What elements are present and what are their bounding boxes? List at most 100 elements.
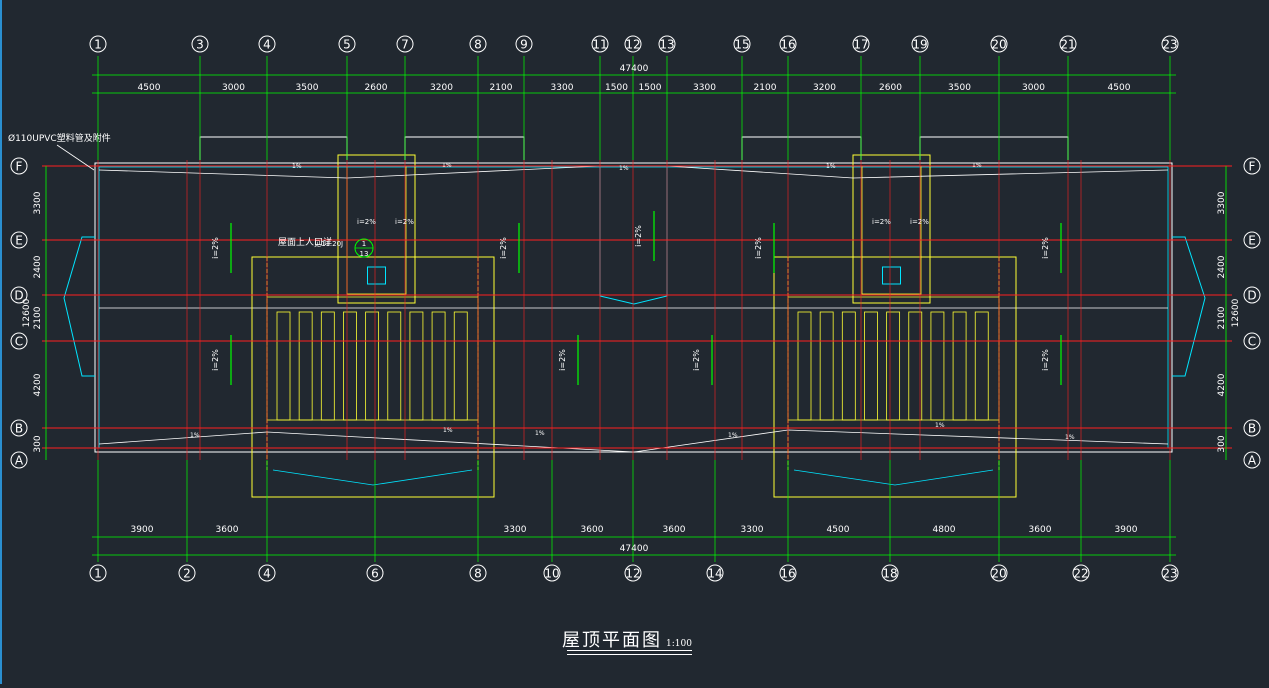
railing-bay bbox=[298, 311, 313, 421]
left-span-dim: 3300 bbox=[33, 191, 43, 214]
slope-label-tiny: 1% bbox=[190, 432, 200, 439]
parapet-segment bbox=[404, 136, 525, 160]
railing-bay bbox=[797, 311, 812, 421]
railing-bay bbox=[320, 311, 335, 421]
stair-enclosure bbox=[852, 154, 931, 304]
terrace-outline bbox=[773, 256, 1017, 498]
axis-bubble-left: E bbox=[15, 234, 23, 248]
axis-bubble-right-circle bbox=[1243, 157, 1261, 175]
axis-bubble-bottom: 10 bbox=[544, 567, 559, 581]
axis-bubble-top: 12 bbox=[625, 38, 640, 52]
axis-bubble-top-circle bbox=[338, 35, 356, 53]
axis-bubble-top: 17 bbox=[853, 38, 868, 52]
axis-bubble-bottom: 23 bbox=[1162, 567, 1177, 581]
title-underline-2 bbox=[567, 654, 692, 655]
axis-bubble-right-circle bbox=[1243, 419, 1261, 437]
axis-bubble-top-circle bbox=[990, 35, 1008, 53]
axis-bubble-bottom-circle bbox=[543, 564, 561, 582]
axis-bubble-bottom-circle bbox=[881, 564, 899, 582]
axis-bubble-right: D bbox=[1247, 289, 1256, 303]
left-span-dim: 300 bbox=[33, 435, 43, 452]
axis-bubble-left-circle bbox=[10, 332, 28, 350]
axis-bubble-bottom: 12 bbox=[625, 567, 640, 581]
axis-bubble-bottom-circle bbox=[366, 564, 384, 582]
stair-enclosure bbox=[337, 154, 416, 304]
top-span-dim: 2100 bbox=[490, 83, 513, 93]
axis-bubble-right-circle bbox=[1243, 231, 1261, 249]
bottom-total-dim: 47400 bbox=[620, 544, 649, 554]
bottom-span-dim: 4800 bbox=[933, 525, 956, 535]
slope-label: i=2% bbox=[754, 237, 763, 259]
pipe-leader bbox=[56, 144, 95, 171]
terrace-drain bbox=[793, 469, 994, 486]
axis-bubble-left: F bbox=[16, 160, 23, 174]
bottom-span-dim: 4500 bbox=[827, 525, 850, 535]
axis-bubble-bottom-circle bbox=[1161, 564, 1179, 582]
top-span-dim: 3000 bbox=[222, 83, 245, 93]
axis-bubble-bottom: 18 bbox=[882, 567, 897, 581]
hatch-ref: 见11.20J bbox=[314, 240, 343, 248]
axis-bubble-top-circle bbox=[852, 35, 870, 53]
axis-bubble-top: 1 bbox=[94, 38, 102, 52]
railing-bay bbox=[453, 311, 468, 421]
axis-bubble-top: 7 bbox=[401, 38, 409, 52]
axis-bubble-top: 19 bbox=[912, 38, 927, 52]
axis-bubble-right: E bbox=[1248, 234, 1256, 248]
axis-bubble-bottom-circle bbox=[258, 564, 276, 582]
axis-bubble-top: 20 bbox=[991, 38, 1006, 52]
axis-bubble-left: C bbox=[15, 335, 23, 349]
top-span-dim: 3200 bbox=[430, 83, 453, 93]
drain-slope-line bbox=[666, 165, 1169, 179]
railing-bay bbox=[387, 311, 402, 421]
axis-bubble-top: 8 bbox=[474, 38, 482, 52]
parapet-inner-line bbox=[98, 166, 1169, 449]
axis-bubble-left-circle bbox=[10, 231, 28, 249]
axis-bubble-bottom: 16 bbox=[780, 567, 795, 581]
stair-inner bbox=[346, 165, 407, 295]
right-total-dim: 12600 bbox=[1231, 298, 1241, 327]
axis-bubble-right: B bbox=[1248, 422, 1256, 436]
axis-bubble-top-circle bbox=[396, 35, 414, 53]
axis-bubble-bottom: 2 bbox=[183, 567, 191, 581]
slope-label-tiny: 1% bbox=[826, 163, 836, 170]
axis-bubble-top: 3 bbox=[196, 38, 204, 52]
axis-bubble-top-circle bbox=[658, 35, 676, 53]
axis-bubble-top-circle bbox=[733, 35, 751, 53]
slope-label-tiny: 1% bbox=[292, 163, 302, 170]
left-span-dim: 4200 bbox=[33, 373, 43, 396]
right-span-dim: 3300 bbox=[1217, 191, 1227, 214]
roof-hatch bbox=[367, 266, 386, 285]
axis-bubble-right: F bbox=[1249, 160, 1256, 174]
railing-bay bbox=[841, 311, 856, 421]
axis-bubble-top: 9 bbox=[520, 38, 528, 52]
axis-bubble-bottom: 6 bbox=[371, 567, 379, 581]
right-bay bbox=[1172, 236, 1206, 377]
axis-bubble-right: C bbox=[1248, 335, 1256, 349]
slope-label-tiny: 1% bbox=[972, 162, 982, 169]
slope-label: i=2% bbox=[1041, 237, 1050, 259]
detail-sheet: 13 bbox=[360, 250, 369, 258]
axis-bubble-left-circle bbox=[10, 286, 28, 304]
bottom-span-dim: 3600 bbox=[1029, 525, 1052, 535]
railing-bay bbox=[819, 311, 834, 421]
axis-bubble-bottom: 8 bbox=[474, 567, 482, 581]
railing-bay bbox=[276, 311, 291, 421]
top-span-dim: 2100 bbox=[754, 83, 777, 93]
slope-label-small: i=2% bbox=[910, 218, 929, 226]
left-span-dim: 2400 bbox=[33, 255, 43, 278]
axis-bubble-left-circle bbox=[10, 451, 28, 469]
bottom-span-dim: 3300 bbox=[504, 525, 527, 535]
building-outline bbox=[63, 136, 1206, 498]
top-span-dim: 3000 bbox=[1022, 83, 1045, 93]
terrace-drain bbox=[272, 469, 473, 486]
axis-bubble-bottom-circle bbox=[89, 564, 107, 582]
slope-label-small: i=2% bbox=[872, 218, 891, 226]
axis-bubble-bottom-circle bbox=[990, 564, 1008, 582]
slope-label-tiny: 1% bbox=[535, 430, 545, 437]
axis-bubble-left-circle bbox=[10, 419, 28, 437]
slope-label: i=2% bbox=[499, 237, 508, 259]
slope-label: i=2% bbox=[211, 349, 220, 371]
top-span-dim: 3500 bbox=[948, 83, 971, 93]
axis-bubble-right: A bbox=[1248, 454, 1257, 468]
